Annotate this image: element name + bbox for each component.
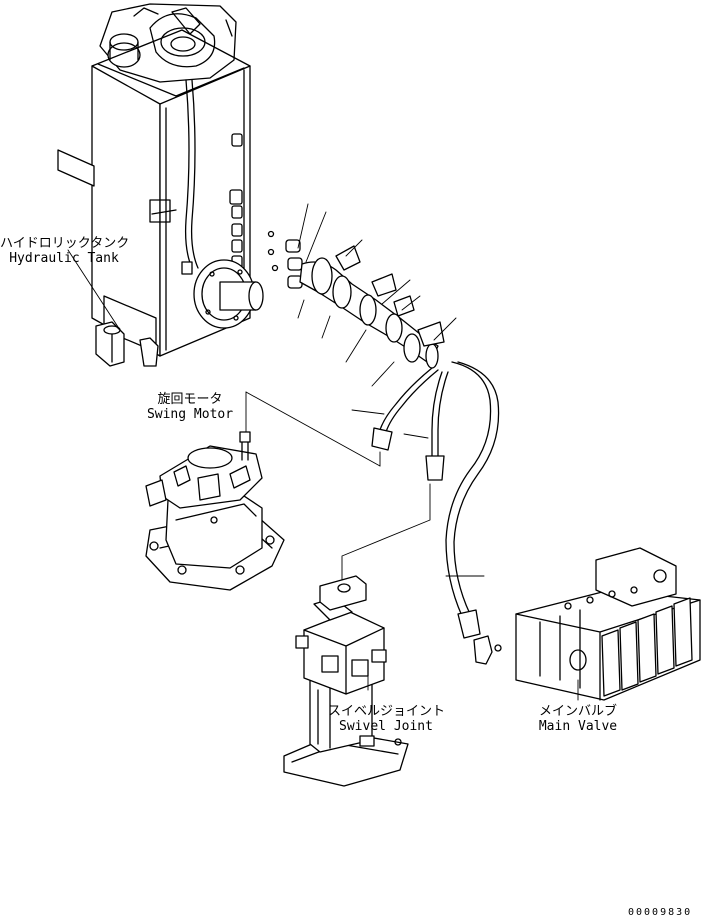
document-number: 00009830: [628, 907, 693, 918]
swivel-joint: [283, 575, 409, 787]
hydraulic-tank-label: ハイドロリックタンク Hydraulic Tank: [0, 236, 130, 266]
swivel-joint-label-jp: スイベルジョイント: [328, 704, 446, 719]
hydraulic-tank: [57, 3, 279, 367]
routing-lines: [245, 391, 431, 605]
hose-assembly: [285, 203, 502, 665]
main-valve-label-en: Main Valve: [538, 719, 618, 734]
main-valve-label-jp: メインバルブ: [538, 704, 617, 719]
swivel-joint-label-en: Swivel Joint: [339, 719, 433, 734]
hydraulic-tank-label-en: Hydraulic Tank: [9, 251, 119, 266]
main-valve: [515, 547, 701, 701]
valve-spools: [601, 597, 693, 697]
tank-leader: [67, 249, 121, 331]
swing-motor-label-en: Swing Motor: [146, 407, 234, 422]
swing-motor: [145, 431, 285, 591]
main-valve-label: メインバルブ Main Valve: [526, 704, 630, 734]
swivel-joint-label: スイベルジョイント Swivel Joint: [328, 704, 446, 734]
hydraulic-tank-label-jp: ハイドロリックタンク: [0, 236, 130, 251]
swing-motor-label-jp: 旋回モータ: [157, 392, 223, 407]
swing-motor-label: 旋回モータ Swing Motor: [138, 392, 242, 422]
